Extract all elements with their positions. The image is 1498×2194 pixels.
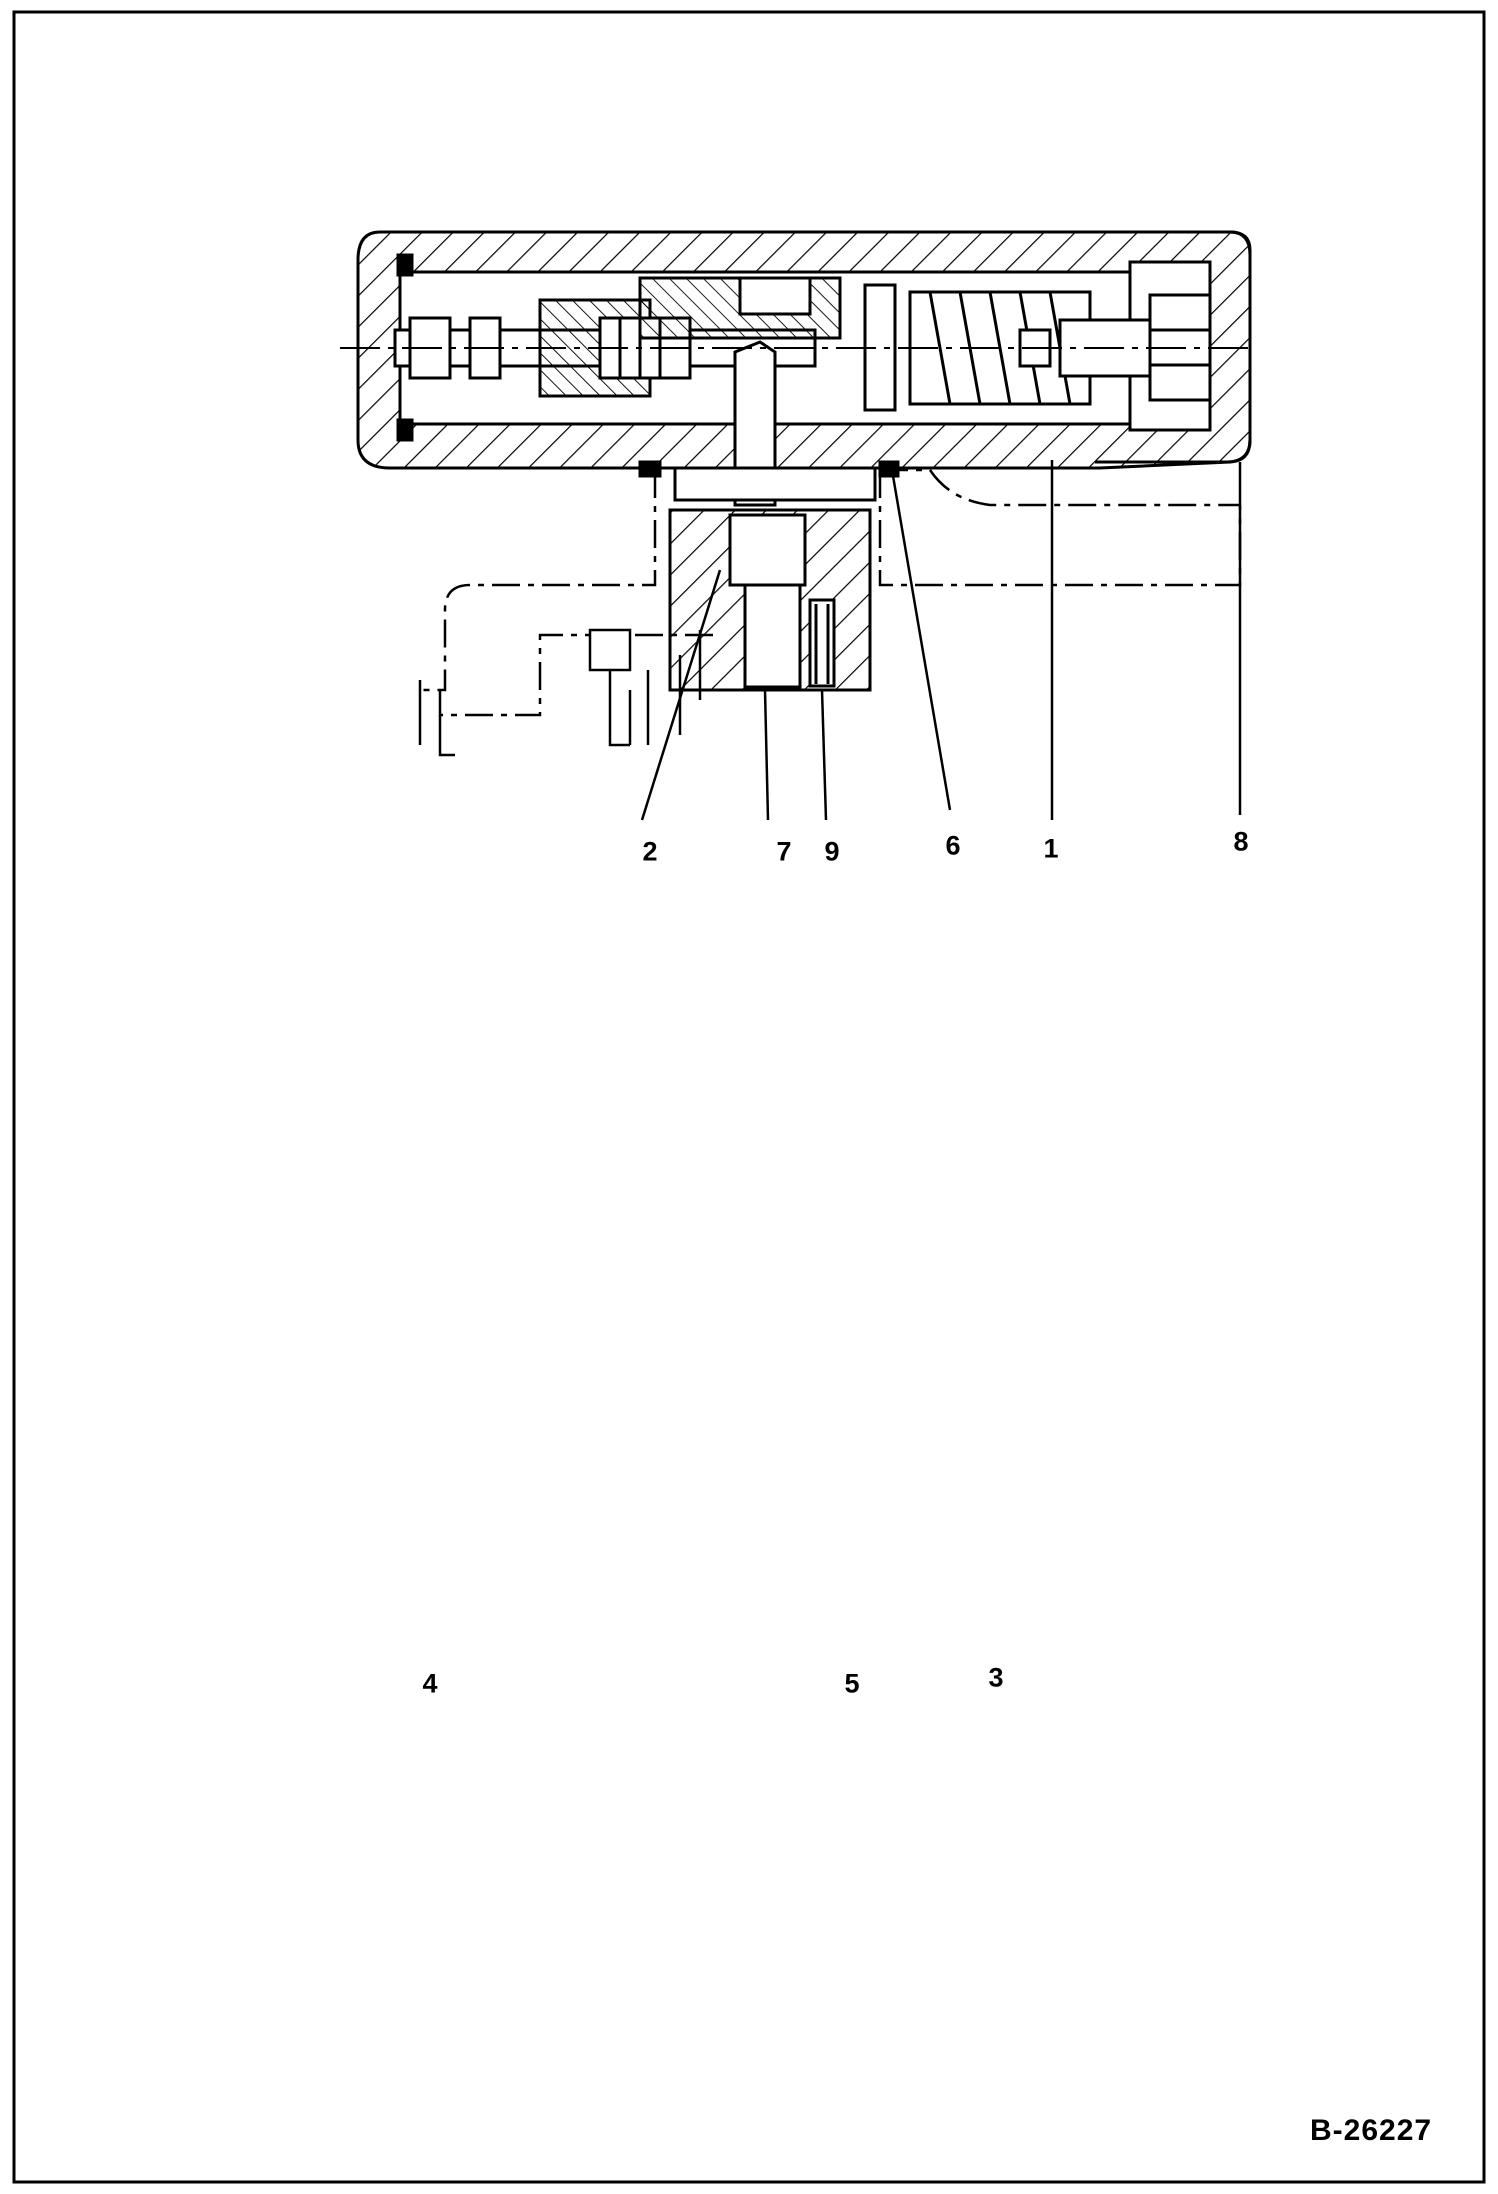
callout-label-4: 4 [422, 1668, 438, 1699]
document-id: B-26227 [1310, 2114, 1433, 2147]
callout-label-7: 7 [776, 836, 792, 867]
page-border [12, 10, 1486, 2184]
top-leader-lines [640, 460, 1242, 821]
callout-label-6: 6 [945, 830, 961, 861]
callout-label-1: 1 [1043, 833, 1059, 864]
callout-label-9: 9 [824, 836, 840, 867]
top-fitting-details [418, 628, 702, 757]
callout-label-5: 5 [844, 1668, 860, 1699]
callout-label-3: 3 [988, 1662, 1004, 1693]
top-section-view [356, 230, 1252, 692]
callout-label-8: 8 [1233, 826, 1249, 857]
callout-label-2: 2 [642, 836, 658, 867]
